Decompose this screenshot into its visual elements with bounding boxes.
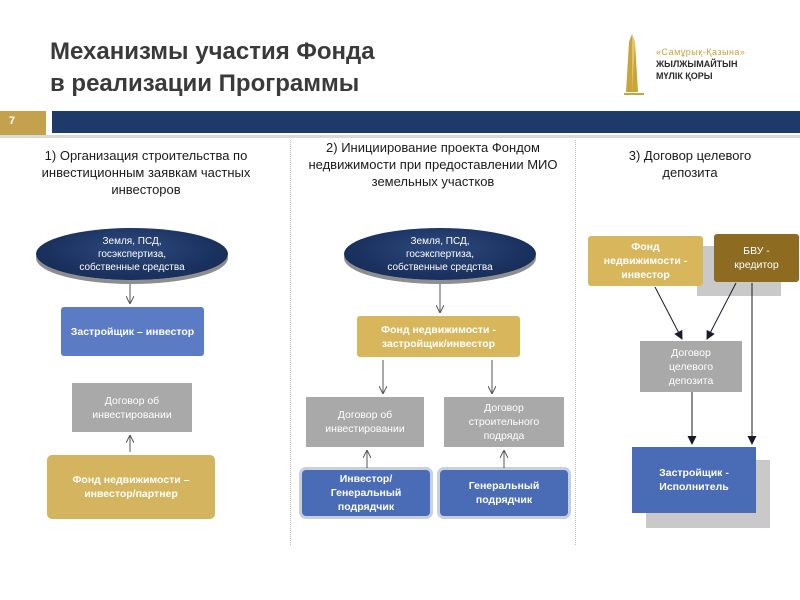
- column-2-investor-box: Инвестор/ Генеральный подрядчик: [302, 470, 430, 516]
- column-3-bank-text: БВУ - кредитор: [734, 245, 779, 271]
- column-2-contractor-text: Генеральный подрядчик: [468, 480, 540, 506]
- slide-number: 7: [9, 115, 16, 127]
- column-1-contract-text: Договор об инвестировании: [92, 394, 172, 421]
- tower-logo-icon: [624, 34, 644, 95]
- logo-line-1: «Самұрық-Қазына»: [656, 47, 746, 57]
- title-line-1: Механизмы участия Фонда: [50, 38, 375, 65]
- column-divider-2: [575, 140, 576, 545]
- column-3-developer-box: Застройщик - Исполнитель: [632, 447, 756, 513]
- title-line-2: в реализации Программы: [50, 70, 360, 97]
- header-bar-shadow: [0, 135, 800, 138]
- page-title: Механизмы участия Фонда в реализации Про…: [50, 36, 375, 100]
- column-2-fund-box: Фонд недвижимости - застройщик/инвестор: [357, 316, 520, 357]
- logo-line-3: МҮЛІК ҚОРЫ: [656, 71, 713, 81]
- column-2-investment-contract-text: Договор об инвестировании: [325, 409, 405, 435]
- column-1-resources-text: Земля, ПСД, госэкспертиза, собственные с…: [79, 235, 185, 273]
- column-2-construction-contract-text: Договор строительного подряда: [468, 402, 540, 442]
- column-3-fund-text: Фонд недвижимости - инвестор: [603, 241, 688, 281]
- header-bar: [52, 111, 800, 133]
- column-1-contract-box: Договор об инвестировании: [72, 383, 192, 432]
- column-3-fund-box: Фонд недвижимости - инвестор: [588, 236, 703, 286]
- column-2-resources-text: Земля, ПСД, госэкспертиза, собственные с…: [387, 235, 493, 273]
- column-2-contractor-box: Генеральный подрядчик: [440, 470, 568, 516]
- column-2-resources-ellipse: Земля, ПСД, госэкспертиза, собственные с…: [344, 228, 536, 280]
- column-3-deposit-text: Договор целевого депозита: [668, 346, 714, 387]
- column-1-heading: 1) Организация строительства по инвестиц…: [41, 148, 251, 197]
- column-2-construction-contract-box: Договор строительного подряда: [444, 397, 564, 447]
- column-3-developer-text: Застройщик - Исполнитель: [659, 467, 729, 493]
- column-1-fund-box: Фонд недвижимости – инвестор/партнер: [47, 455, 215, 519]
- column-3-deposit-box: Договор целевого депозита: [640, 341, 742, 392]
- column-1-developer-box: Застройщик – инвестор: [61, 307, 204, 356]
- column-1-fund-text: Фонд недвижимости – инвестор/партнер: [72, 474, 190, 500]
- column-3-heading: 3) Договор целевого депозита: [590, 147, 790, 181]
- column-3-heading-text: 3) Договор целевого депозита: [628, 148, 752, 180]
- column-3-bank-box: БВУ - кредитор: [714, 234, 799, 282]
- column-2-heading: 2) Инициирование проекта Фондом недвижим…: [308, 140, 558, 189]
- logo-text: «Самұрық-Қазына» ЖЫЛЖЫМАЙТЫН МҮЛІК ҚОРЫ: [656, 46, 745, 82]
- column-divider-1: [290, 140, 291, 545]
- arrow-c3-fund-to-deposit: [654, 286, 683, 340]
- column-2-fund-text: Фонд недвижимости - застройщик/инвестор: [381, 323, 496, 350]
- logo-line-2: ЖЫЛЖЫМАЙТЫН: [656, 59, 738, 69]
- column-2-investment-contract-box: Договор об инвестировании: [306, 397, 424, 447]
- column-2-investor-text: Инвестор/ Генеральный подрядчик: [330, 473, 402, 513]
- slide-number-badge: 7: [0, 111, 46, 135]
- column-1-resources-ellipse: Земля, ПСД, госэкспертиза, собственные с…: [36, 228, 228, 280]
